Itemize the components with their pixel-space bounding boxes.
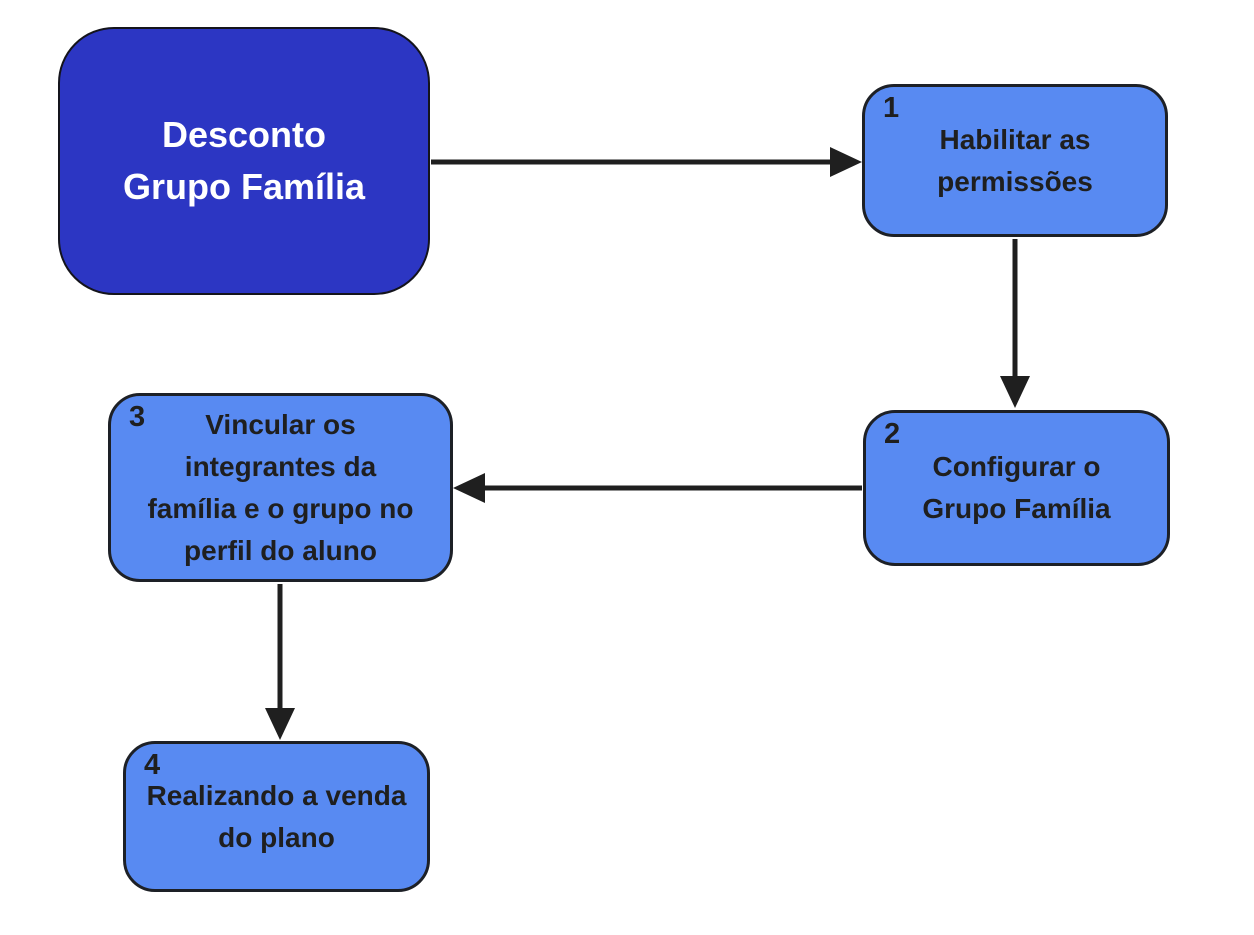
title-text: Desconto Grupo Família xyxy=(122,113,366,207)
title-node: Desconto Grupo Família xyxy=(58,27,430,295)
step-label-3: Vincular os integrantes da família e o g… xyxy=(147,408,414,566)
step-label-2: Configurar o Grupo Família xyxy=(922,451,1111,524)
step-label-4: Realizando a venda do plano xyxy=(146,779,407,853)
step-node-4: 4 Realizando a venda do plano xyxy=(123,741,430,892)
step-number-3: 3 xyxy=(129,401,146,433)
step-number-1: 1 xyxy=(883,92,900,124)
step-number-4: 4 xyxy=(144,749,161,781)
step-label-1: Habilitar as permissões xyxy=(937,123,1093,197)
arrow-step2-to-step3 xyxy=(453,473,862,503)
step-node-2: 2 Configurar o Grupo Família xyxy=(863,410,1170,566)
step-number-2: 2 xyxy=(884,418,901,450)
arrow-title-to-step1 xyxy=(431,147,862,177)
arrow-step1-to-step2 xyxy=(1000,239,1030,408)
step-node-3: 3 Vincular os integrantes da família e o… xyxy=(108,393,453,582)
step-node-1: 1 Habilitar as permissões xyxy=(862,84,1168,237)
arrow-step3-to-step4 xyxy=(265,584,295,740)
